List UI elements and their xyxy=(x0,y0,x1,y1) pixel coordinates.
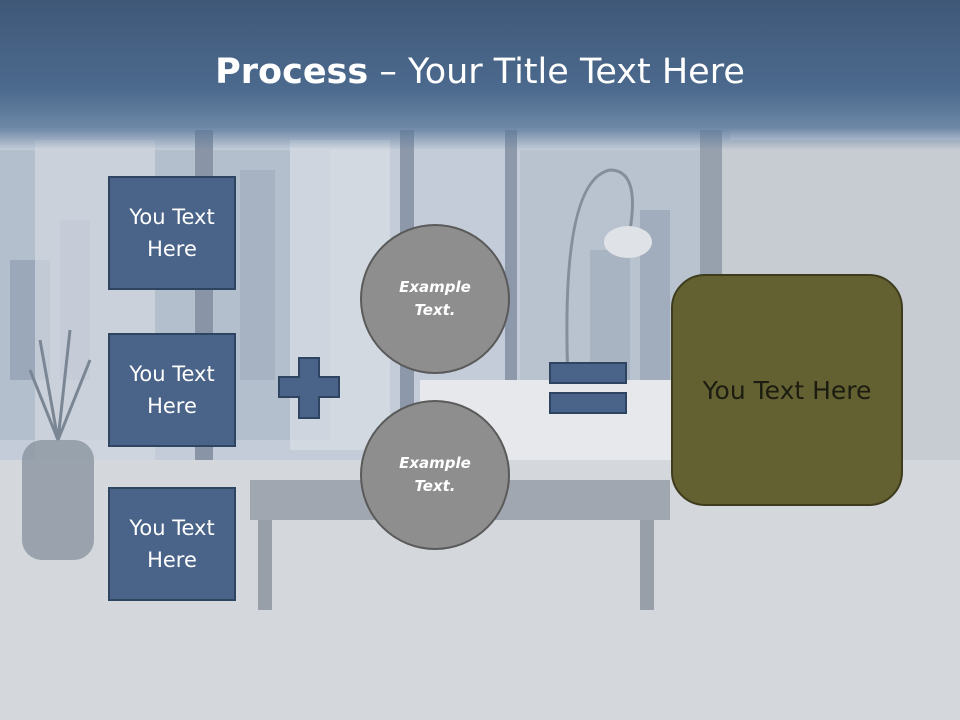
box-2-line-2: Here xyxy=(147,394,197,418)
box-3-line-2: Here xyxy=(147,548,197,572)
result-box-text: You Text Here xyxy=(702,375,872,405)
slide-title: Process – Your Title Text Here xyxy=(0,52,960,92)
title-rest: – Your Title Text Here xyxy=(368,52,745,92)
result-box[interactable]: You Text Here xyxy=(671,274,903,506)
box-3-line-1: You Text xyxy=(129,516,215,540)
title-bold: Process xyxy=(215,52,369,92)
circle-2-line-1: Example xyxy=(399,454,471,472)
box-2-line-1: You Text xyxy=(129,362,215,386)
circle-1-line-2: Text. xyxy=(414,301,456,319)
box-1-line-1: You Text xyxy=(129,205,215,229)
circle-2-line-2: Text. xyxy=(414,477,456,495)
circle-1-line-1: Example xyxy=(399,278,471,296)
title-bar xyxy=(0,0,960,150)
box-1-line-2: Here xyxy=(147,237,197,261)
